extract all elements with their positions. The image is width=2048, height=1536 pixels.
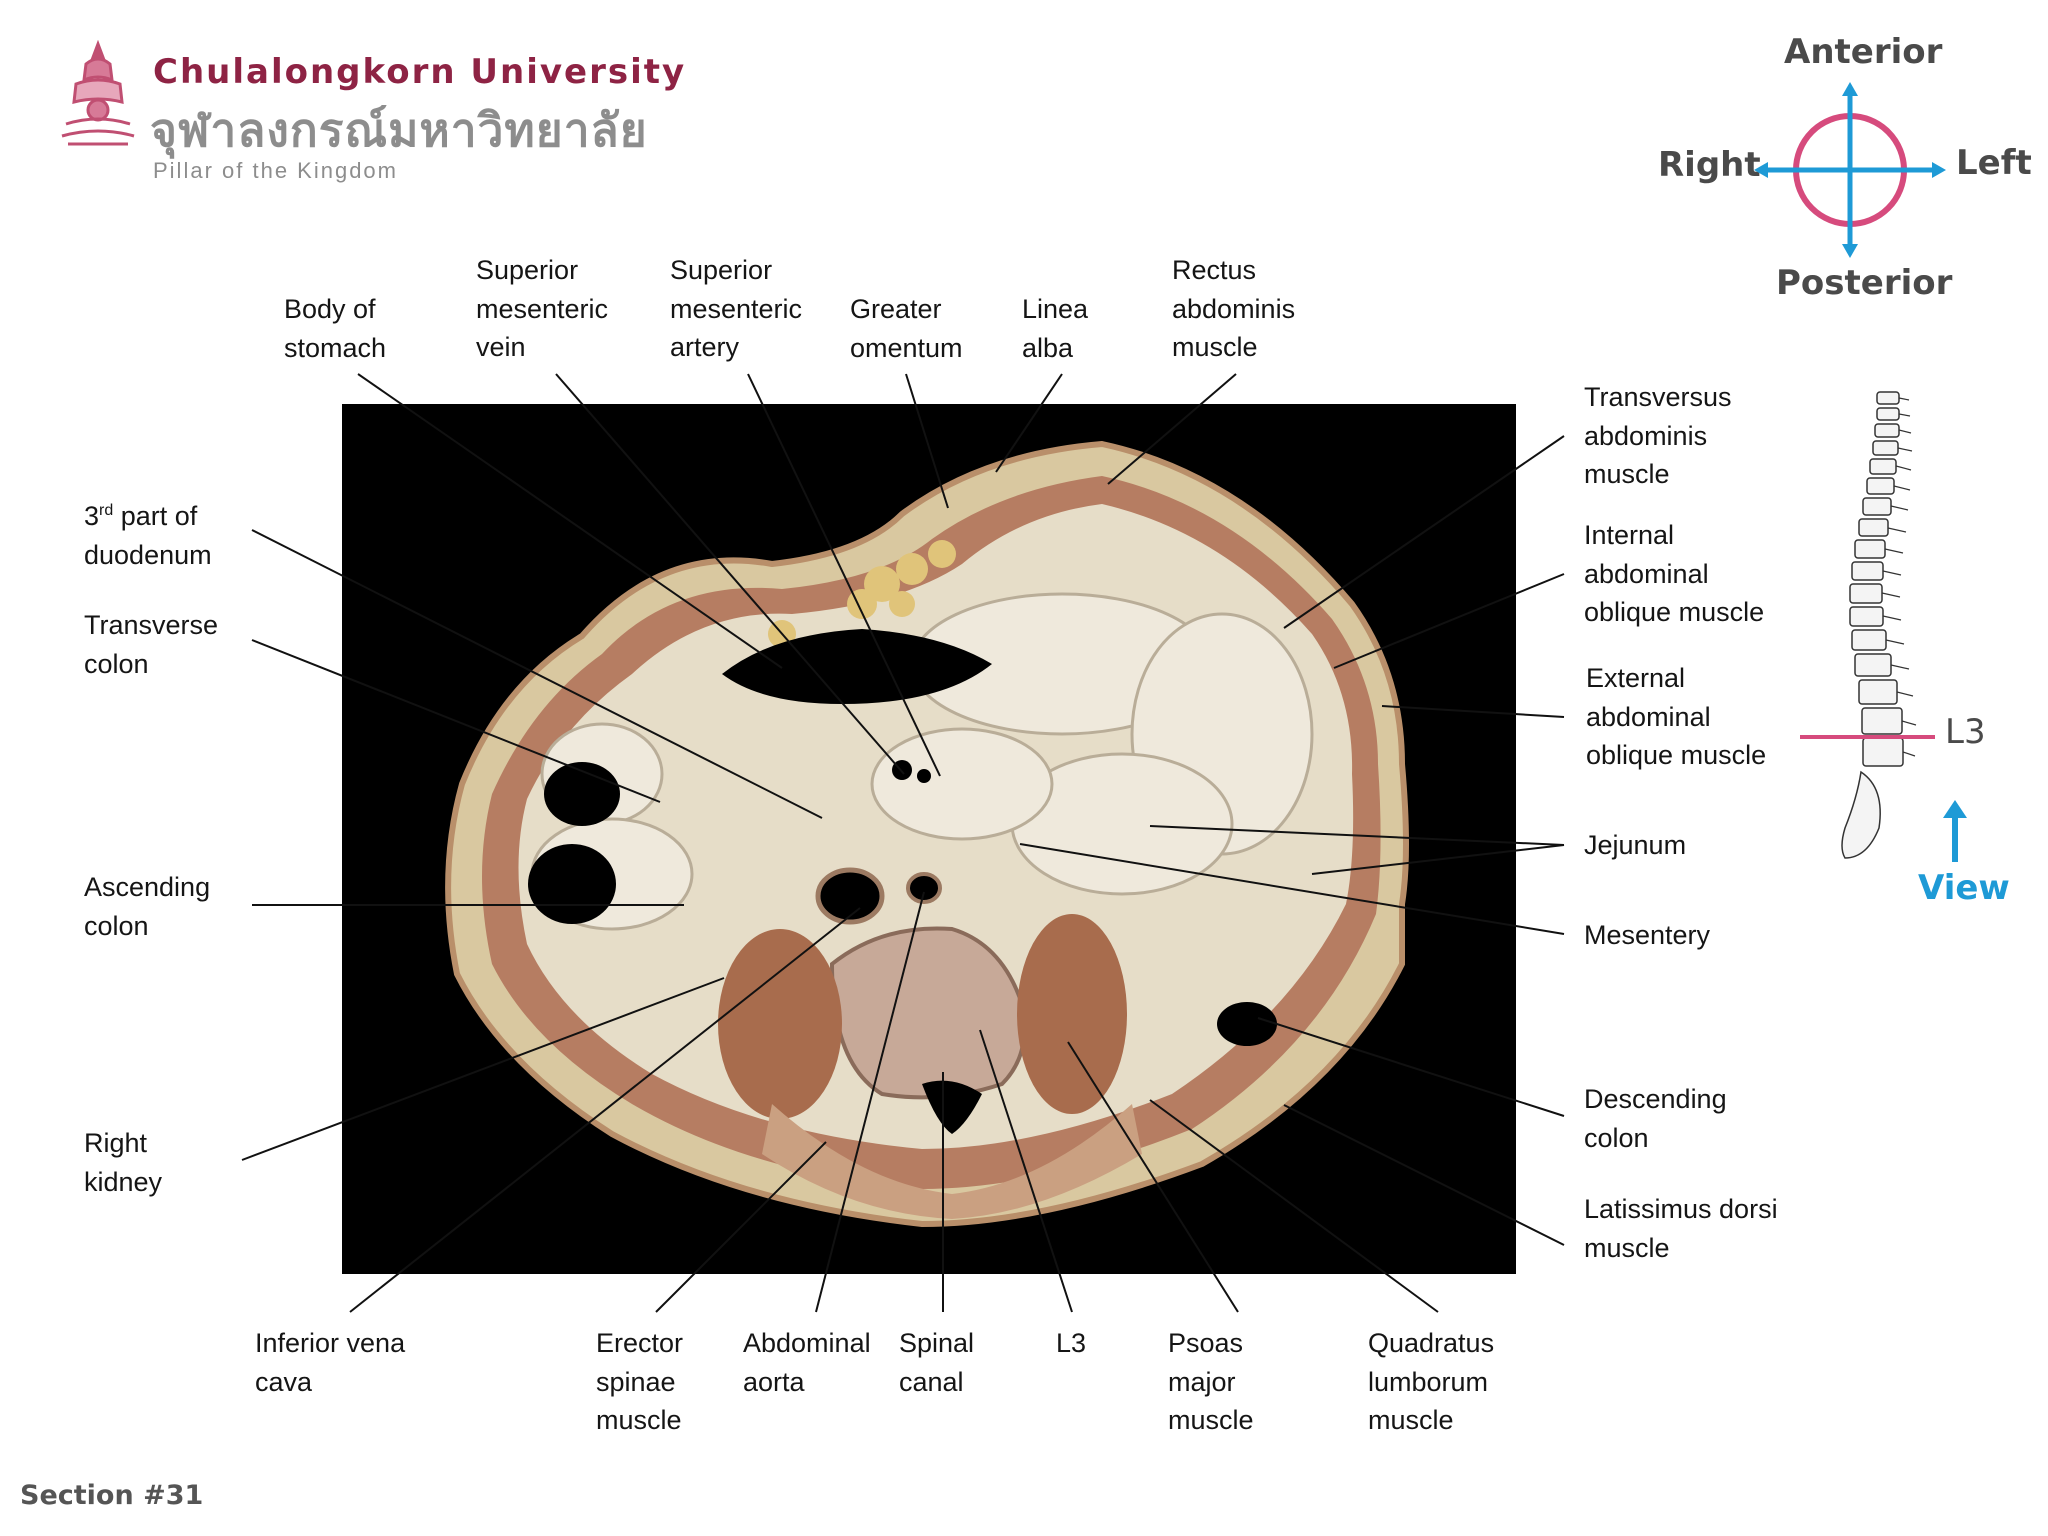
- orientation-anterior-label: Anterior: [1784, 32, 1943, 72]
- label-3rd-part-of-duodenum: 3rd part of duodenum: [84, 492, 212, 574]
- label-rectus-abdominis-muscle: Rectus abdominis muscle: [1172, 255, 1296, 362]
- label-abdominal-aorta: Abdominal aorta: [743, 1328, 871, 1397]
- leader-line-psoas-major: [1067, 1041, 1239, 1313]
- label-superior-mesenteric-artery: Superior mesenteric artery: [670, 255, 803, 362]
- label-transverse-colon: Transverse colon: [84, 610, 219, 679]
- leader-line-greater-omentum: [905, 373, 949, 509]
- view-direction-arrow-icon: [1943, 800, 1967, 862]
- l3-level-marker-line: [1800, 735, 1935, 739]
- vertebral-column-illustration: [1841, 391, 1917, 859]
- label-latissimus-dorsi-muscle: Latissimus dorsi muscle: [1584, 1194, 1778, 1263]
- leader-line-linea-alba: [995, 373, 1063, 473]
- leader-line-abdominal-aorta: [815, 891, 925, 1313]
- leader-line-duodenum: [251, 529, 823, 819]
- label-erector-spinae-muscle: Erector spinae muscle: [596, 1328, 684, 1435]
- label-linea-alba: Linea alba: [1022, 294, 1089, 363]
- label-right-kidney: Right kidney: [84, 1128, 163, 1197]
- leader-line-jejunum-a: [1149, 825, 1565, 846]
- label-inferior-vena-cava: Inferior vena cava: [255, 1328, 406, 1397]
- label-duodenum-text: part of duodenum: [84, 501, 212, 570]
- leader-line-right-kidney: [241, 977, 725, 1161]
- label-mesentery: Mesentery: [1584, 920, 1711, 950]
- label-greater-omentum: Greater omentum: [850, 294, 963, 363]
- orientation-left-label: Left: [1956, 143, 2032, 183]
- university-name-english: Chulalongkorn University: [153, 52, 687, 92]
- spine-l3-level-label: L3: [1945, 712, 1986, 752]
- section-number: Section #31: [20, 1480, 204, 1511]
- leader-line-transverse-colon: [251, 639, 661, 803]
- leader-line-superior-mesenteric-vein: [555, 373, 905, 775]
- label-external-abdominal-oblique-muscle: External abdominal oblique muscle: [1586, 663, 1767, 770]
- label-transversus-abdominis-muscle: Transversus abdominis muscle: [1584, 382, 1732, 489]
- label-internal-abdominal-oblique-muscle: Internal abdominal oblique muscle: [1584, 520, 1765, 627]
- leader-line-latissimus-dorsi: [1283, 1104, 1565, 1246]
- leader-line-quadratus-lumborum: [1149, 1099, 1439, 1313]
- leader-line-external-oblique: [1381, 705, 1565, 718]
- label-descending-colon: Descending colon: [1584, 1084, 1727, 1153]
- orientation-compass-icon: [1754, 82, 1946, 258]
- orientation-posterior-label: Posterior: [1776, 263, 1953, 303]
- view-direction-label: View: [1918, 868, 2010, 908]
- leader-line-mesentery: [1019, 843, 1565, 935]
- leader-line-body-of-stomach: [357, 373, 783, 669]
- label-l3-vertebra: L3: [1056, 1328, 1087, 1358]
- leader-line-internal-oblique: [1333, 573, 1565, 669]
- leader-line-erector-spinae: [655, 1141, 827, 1313]
- leader-line-transversus-abdominis: [1283, 435, 1565, 629]
- leader-line-inferior-vena-cava: [349, 907, 861, 1313]
- label-ascending-colon: Ascending colon: [84, 872, 211, 941]
- leader-line-l3: [979, 1029, 1073, 1313]
- leader-line-jejunum-b: [1311, 844, 1565, 875]
- university-tagline: Pillar of the Kingdom: [153, 158, 398, 183]
- label-quadratus-lumborum-muscle: Quadratus lumborum muscle: [1368, 1328, 1495, 1435]
- university-seal-logo: [61, 40, 135, 146]
- leader-line-superior-mesenteric-artery: [747, 373, 941, 777]
- label-psoas-major-muscle: Psoas major muscle: [1168, 1328, 1254, 1435]
- label-spinal-canal: Spinal canal: [899, 1328, 975, 1397]
- orientation-right-label: Right: [1658, 145, 1761, 185]
- label-body-of-stomach: Body of stomach: [284, 294, 387, 363]
- cadaver-cross-section-image: [342, 404, 1516, 1274]
- leader-line-rectus-abdominis: [1107, 373, 1237, 485]
- label-jejunum: Jejunum: [1584, 830, 1687, 860]
- leader-line-descending-colon: [1257, 1017, 1565, 1117]
- university-name-thai: จุฬาลงกรณ์มหาวิทยาลัย: [150, 103, 648, 157]
- label-duodenum-ordinal-suffix: rd: [99, 502, 114, 519]
- label-duodenum-number: 3: [84, 501, 100, 531]
- label-superior-mesenteric-vein: Superior mesenteric vein: [476, 255, 609, 362]
